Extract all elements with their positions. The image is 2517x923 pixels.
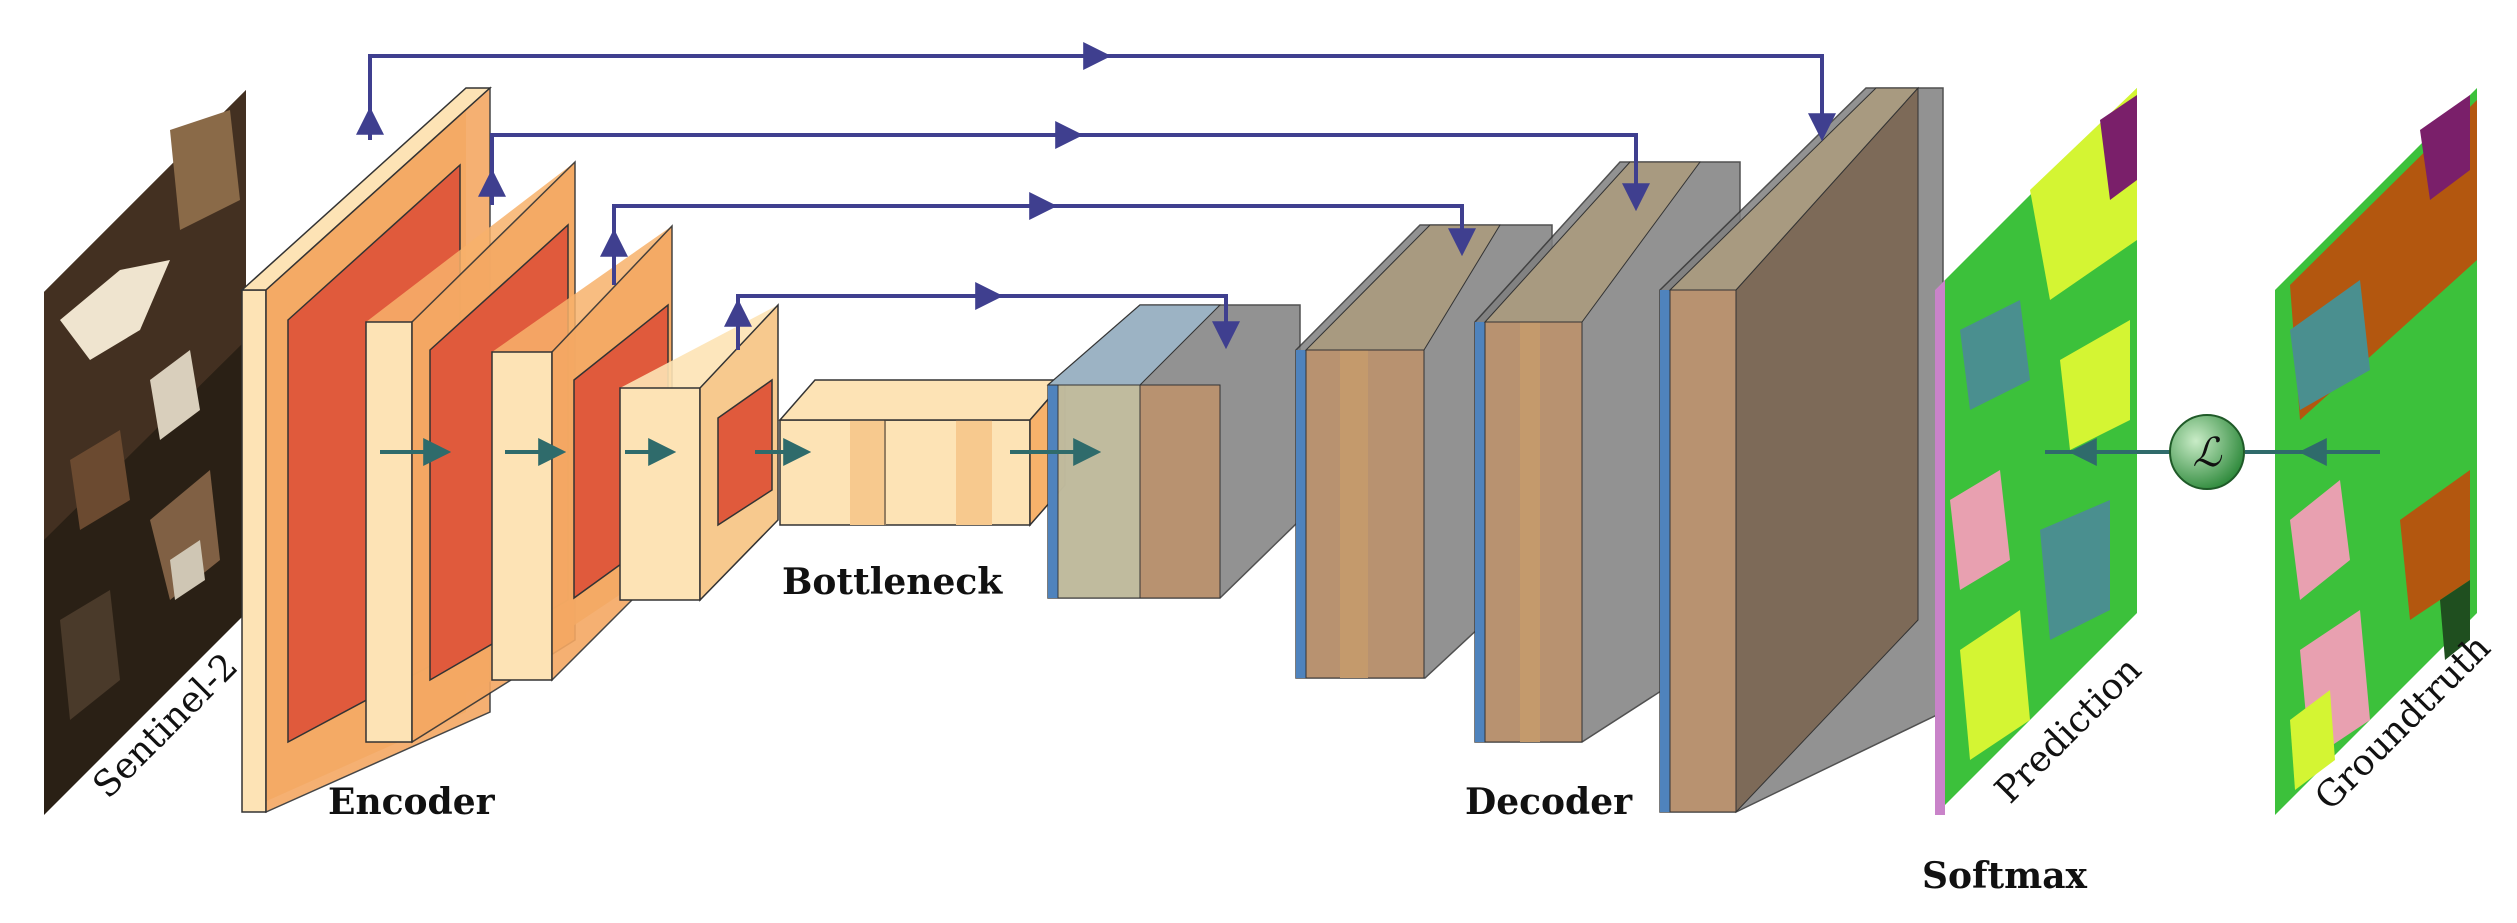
encoder-block-4	[619, 303, 779, 602]
label-encoder: Encoder	[328, 781, 496, 823]
skip-connection-1	[368, 54, 1836, 142]
skip-connections	[356, 42, 1836, 350]
bottleneck-block	[778, 378, 1067, 527]
label-softmax: Softmax	[1922, 855, 2088, 897]
loss-node: ℒ	[2045, 414, 2380, 490]
label-decoder: Decoder	[1465, 781, 1633, 823]
loss-symbol: ℒ	[2193, 430, 2223, 476]
skip-connection-3	[612, 204, 1476, 285]
sentinel-input-image	[44, 90, 246, 815]
loss-circle	[2169, 414, 2245, 490]
label-bottleneck: Bottleneck	[782, 561, 1003, 603]
decoder-block-4	[1659, 86, 1944, 814]
skip-connection-2	[490, 133, 1650, 212]
prediction-map-image	[1935, 88, 2137, 815]
encoder-block-3	[491, 224, 673, 682]
